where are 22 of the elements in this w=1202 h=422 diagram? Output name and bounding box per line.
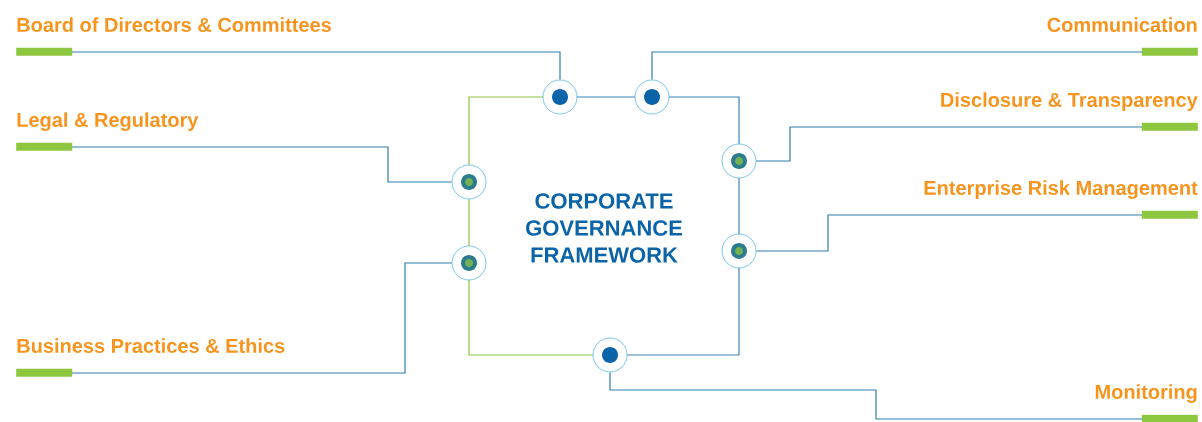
connector-line bbox=[609, 371, 1143, 420]
connector-line bbox=[651, 51, 1143, 81]
topic-label: Board of Directors & Committees bbox=[16, 17, 331, 56]
connector-circle bbox=[721, 143, 757, 179]
connector-line bbox=[71, 262, 453, 374]
connector-line bbox=[71, 146, 453, 183]
connector-circle bbox=[592, 337, 628, 373]
topic-label: Business Practices & Ethics bbox=[16, 338, 285, 377]
connector-circle bbox=[451, 164, 487, 200]
connector-circle bbox=[634, 79, 670, 115]
topic-label: Communication bbox=[1047, 17, 1198, 56]
framework-box: CORPORATE GOVERNANCE FRAMEWORK bbox=[468, 96, 740, 356]
topic-label: Enterprise Risk Management bbox=[924, 180, 1198, 219]
connector-circle bbox=[451, 245, 487, 281]
topic-label: Monitoring bbox=[1095, 384, 1198, 422]
connector-line bbox=[755, 214, 1143, 252]
topic-label: Disclosure & Transparency bbox=[941, 92, 1198, 131]
connector-circle bbox=[542, 79, 578, 115]
connector-circle bbox=[721, 233, 757, 269]
connector-line bbox=[71, 51, 561, 81]
topic-label: Legal & Regulatory bbox=[16, 112, 199, 151]
connector-line bbox=[755, 126, 1143, 162]
